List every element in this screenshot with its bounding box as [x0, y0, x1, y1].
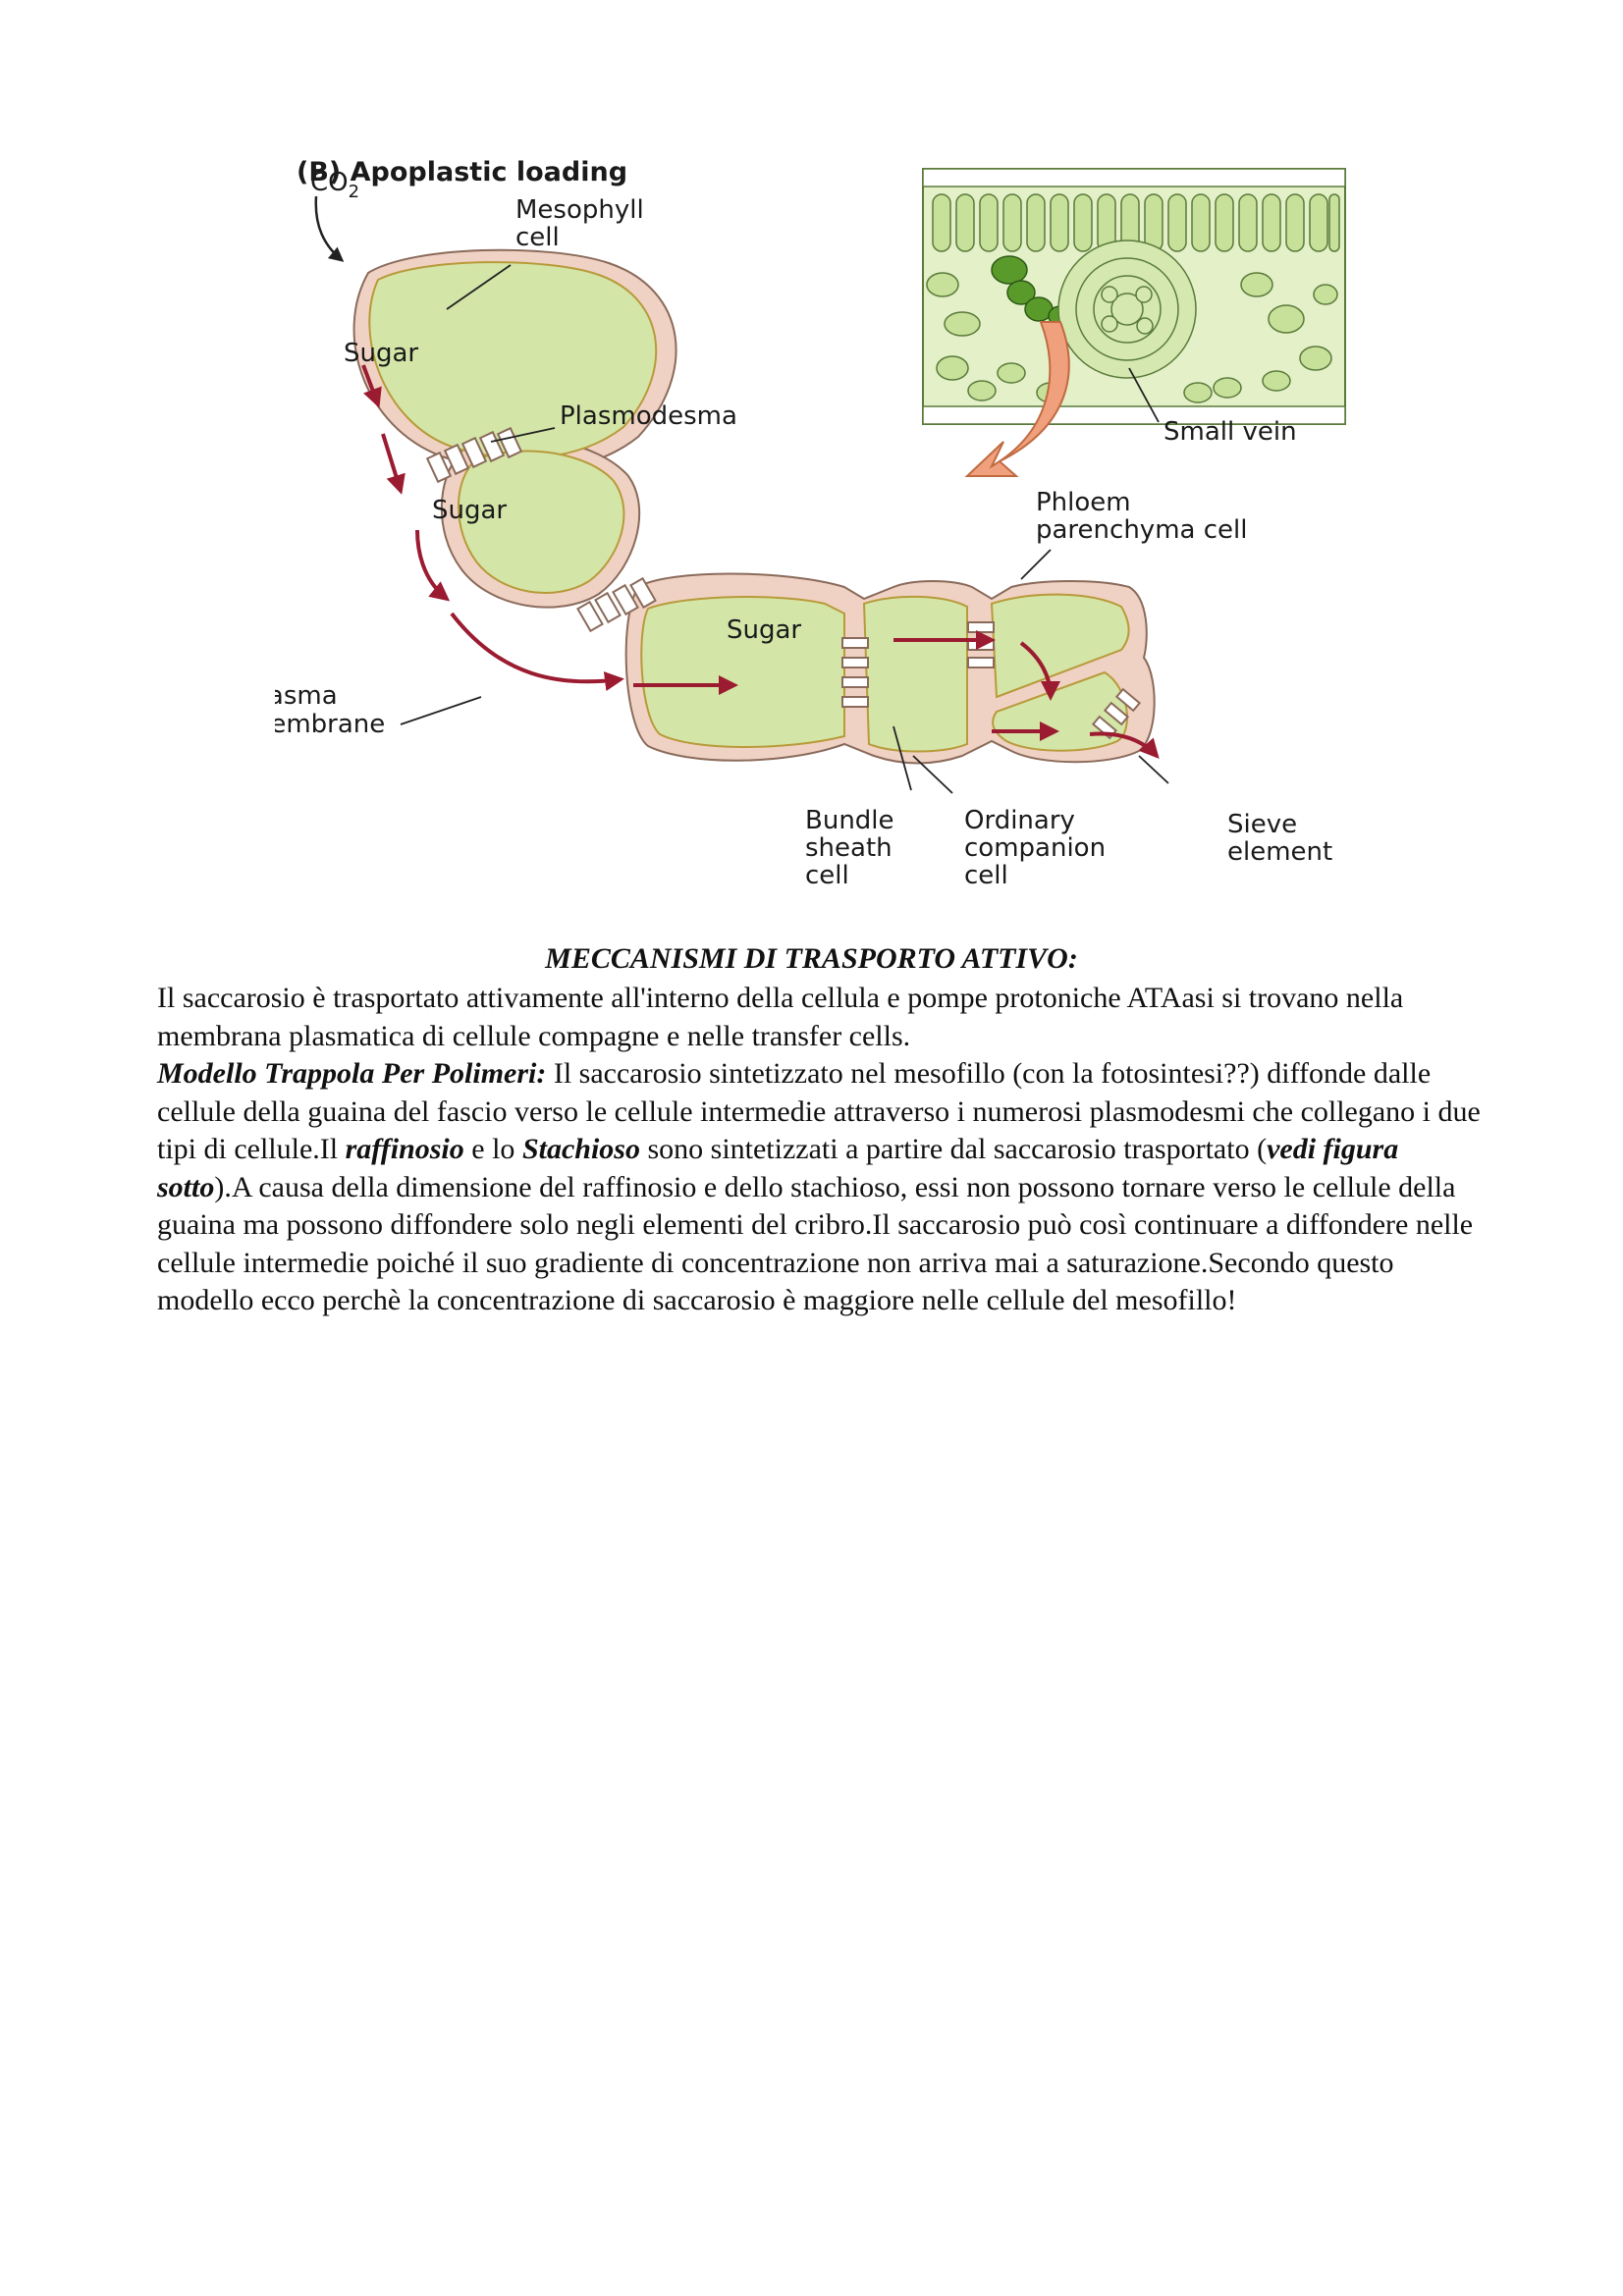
- model-label: Modello Trappola Per Polimeri:: [157, 1057, 546, 1090]
- mesophyll-label-2: cell: [515, 223, 560, 252]
- bundle-label-2: sheath: [805, 833, 893, 863]
- sugar-label-2: Sugar: [432, 496, 507, 525]
- co2-arrow: [316, 196, 342, 260]
- apoplastic-loading-figure: (B) Apoplastic loading: [275, 147, 1375, 913]
- sugar-label-3: Sugar: [727, 615, 801, 645]
- companion-label-3: cell: [964, 861, 1008, 890]
- bundle-label-1: Bundle: [805, 806, 894, 835]
- plasmodesma-label: Plasmodesma: [560, 401, 737, 431]
- phloem-label-1: Phloem: [1036, 488, 1131, 517]
- plasma-label-2: membrane: [275, 710, 385, 739]
- plasma-label-1: Plasma: [275, 681, 338, 711]
- stachioso-term: Stachioso: [522, 1133, 640, 1165]
- sieve-label-1: Sieve: [1227, 810, 1297, 839]
- paragraph-1: Il saccarosio è trasportato attivamente …: [157, 980, 1492, 1055]
- companion-label-2: companion: [964, 833, 1106, 863]
- leaf-cross-section: [923, 169, 1345, 424]
- raffinosio-term: raffinosio: [346, 1133, 464, 1165]
- paragraph-2: Modello Trappola Per Polimeri: Il saccar…: [157, 1055, 1492, 1320]
- small-vein-label: Small vein: [1163, 417, 1297, 447]
- section-heading: MECCANISMI DI TRASPORTO ATTIVO:: [0, 942, 1623, 976]
- phloem-label-2: parenchyma cell: [1036, 515, 1247, 545]
- mesophyll-label-1: Mesophyll: [515, 195, 644, 225]
- companion-label-1: Ordinary: [964, 806, 1075, 835]
- bundle-label-3: cell: [805, 861, 849, 890]
- sieve-label-2: element: [1227, 837, 1332, 867]
- document-body: Il saccarosio è trasportato attivamente …: [157, 980, 1492, 1320]
- sugar-label-1: Sugar: [344, 339, 418, 368]
